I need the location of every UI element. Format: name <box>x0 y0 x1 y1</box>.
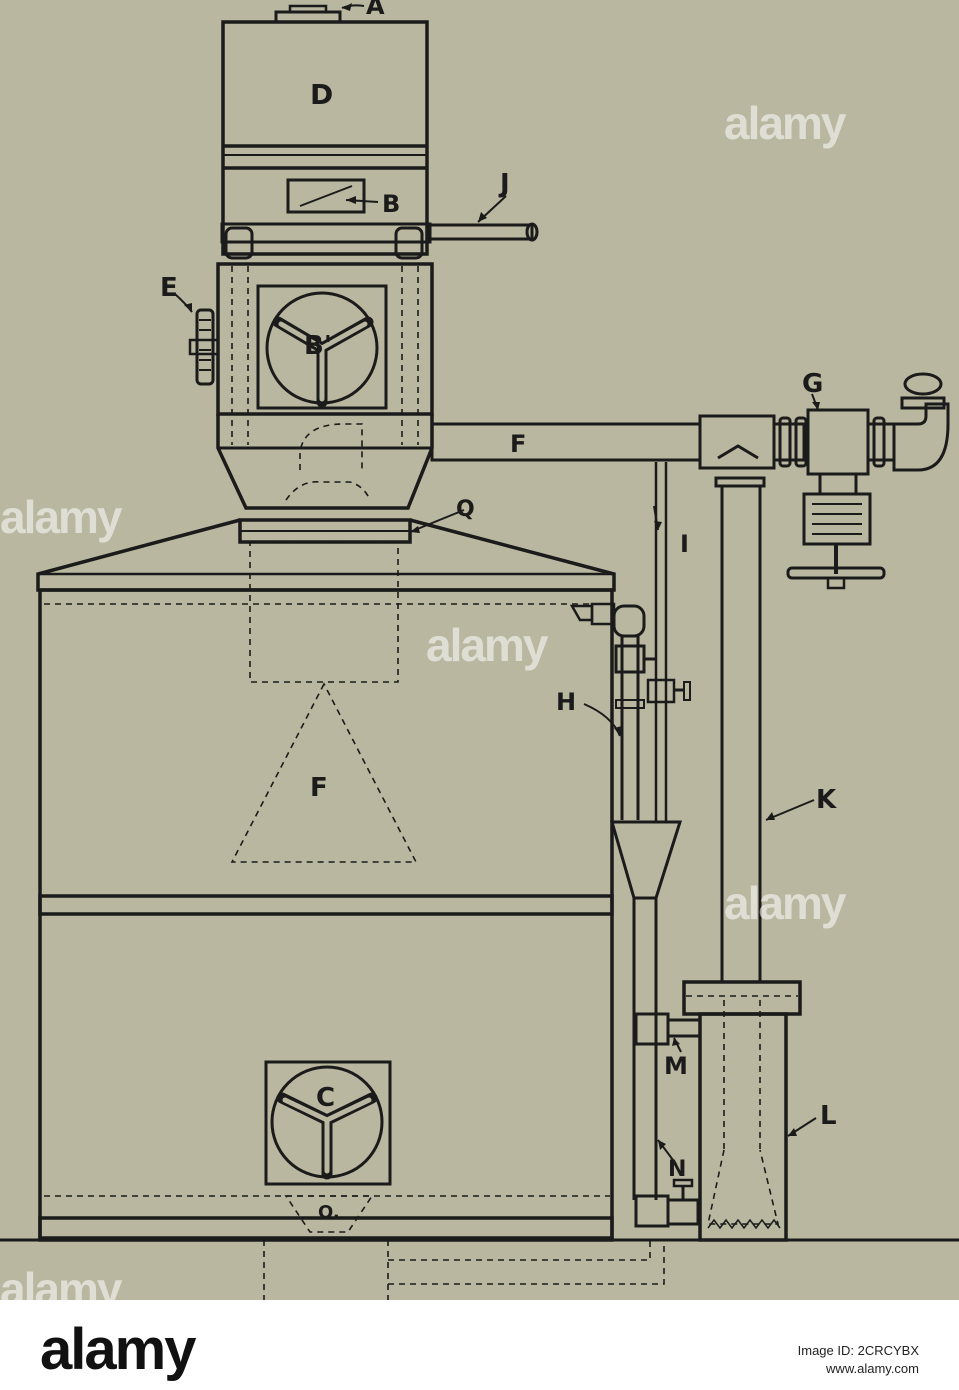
gas-pipe-f <box>430 414 808 470</box>
label-m: M <box>664 1052 688 1080</box>
label-f-pipe: F <box>510 430 526 458</box>
label-g: G <box>802 369 823 399</box>
hopper-d <box>221 20 429 256</box>
label-b-prime: B' <box>304 331 332 361</box>
label-o: O. <box>318 1202 340 1223</box>
callout-labels: A D B J E B' G F Q I H F K C M L N O. <box>160 0 837 1223</box>
label-d: D <box>310 78 333 111</box>
label-a: A <box>366 0 385 20</box>
watermark: alamy <box>724 97 846 149</box>
label-f-cone: F <box>310 773 328 803</box>
feed-chamber <box>216 262 434 445</box>
acetylene-generator-diagram: A D B J E B' G F Q I H F K C M L N O. <box>0 0 959 1300</box>
funnel-drain <box>610 820 702 1228</box>
residue-door-c <box>264 1060 392 1186</box>
watermark: alamy <box>724 877 846 929</box>
label-e: E <box>160 273 178 303</box>
label-q: Q <box>456 497 475 522</box>
label-k: K <box>816 785 837 815</box>
site-url: www.alamy.com <box>826 1361 919 1376</box>
drain-pipe-i <box>646 462 691 822</box>
alamy-logo: alamy <box>40 1317 196 1382</box>
seal-q <box>238 518 412 544</box>
label-j: J <box>498 169 510 199</box>
seal-tank-l <box>682 980 802 1242</box>
label-l: L <box>820 1101 837 1131</box>
watermark: alamy <box>426 619 548 671</box>
leader-arrowheads <box>184 3 820 1150</box>
clamp-rods <box>220 222 432 260</box>
standpipe-k <box>714 476 766 982</box>
label-i: I <box>680 530 689 558</box>
label-h: H <box>556 688 576 716</box>
crank-e <box>188 308 220 386</box>
valve-g <box>786 372 950 590</box>
label-c: C <box>316 1083 335 1113</box>
stock-footer: alamy Image ID: 2CRCYBX www.alamy.com <box>0 1300 959 1390</box>
ground <box>0 1238 959 1300</box>
vent-pipe-j <box>426 222 539 242</box>
image-credit: Image ID: 2CRCYBX www.alamy.com <box>798 1342 919 1378</box>
label-n: N <box>668 1157 686 1182</box>
label-b: B <box>382 190 400 218</box>
hopper-cone <box>216 414 434 510</box>
cap-a <box>274 4 342 24</box>
image-id: Image ID: 2CRCYBX <box>797 1343 919 1358</box>
watermark: alamy <box>0 491 122 543</box>
overflow-pipe-h <box>569 602 656 820</box>
